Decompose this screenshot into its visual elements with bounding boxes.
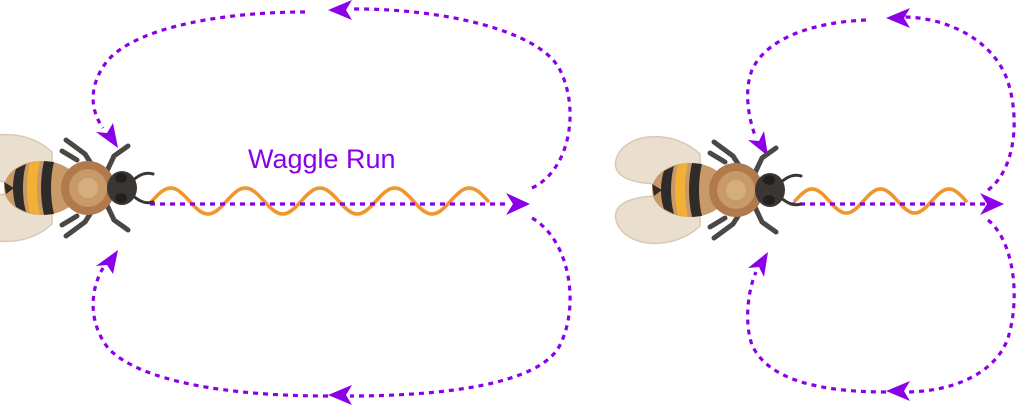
- return-loop-top-left: [349, 7, 572, 190]
- arrowhead-icon: [96, 123, 118, 148]
- honeybee-icon: [0, 135, 153, 242]
- arrowhead-icon: [748, 252, 768, 277]
- arrowhead-icon: [328, 385, 352, 405]
- waggle-wave-right: [793, 187, 968, 215]
- honeybee-icon: [615, 137, 801, 244]
- return-loop-top-right: [904, 15, 1016, 192]
- return-loop-bottom-right: [904, 218, 1016, 394]
- arrowhead-icon: [886, 381, 910, 401]
- arrowhead-icon: [506, 193, 530, 215]
- arrowhead-icon: [748, 131, 768, 156]
- arrowhead-icon: [328, 0, 352, 20]
- waggle-run-label: Waggle Run: [248, 144, 396, 174]
- return-loop-bottom-left: [349, 216, 572, 398]
- arrowhead-icon: [980, 193, 1004, 215]
- arrowhead-icon: [886, 8, 910, 28]
- arrowhead-icon: [96, 250, 118, 274]
- waggle-wave-left: [150, 186, 490, 216]
